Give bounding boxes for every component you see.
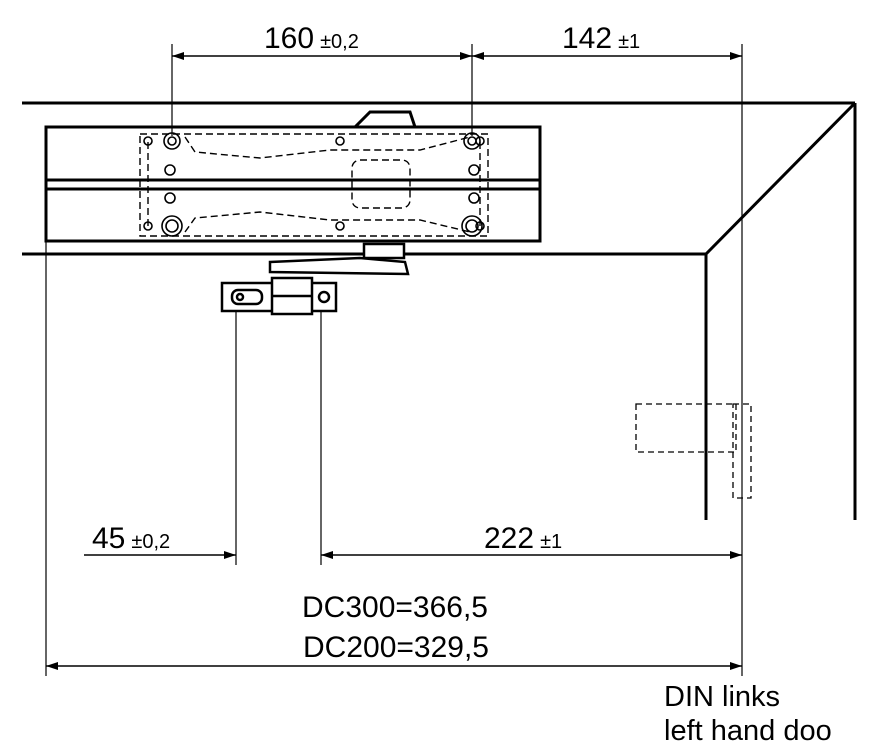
arm-offset-label: 45±0,2 [92,522,170,555]
dimension-lines [46,52,742,670]
orientation-line1: DIN links [664,681,780,713]
overall-dc200-label: DC200=329,5 [303,631,489,664]
door-frame [22,101,857,520]
hole-spacing-label: 160±0,2 [264,22,359,55]
hinge [635,403,752,499]
arm-to-edge-label: 222±1 [484,522,562,555]
mounting-holes [143,132,485,237]
mounting-plate [139,133,489,237]
closer-arm [220,242,410,316]
edge-offset-label: 142±1 [562,22,640,55]
closer-body [44,110,542,243]
orientation-line2: left hand doo [664,715,832,747]
overall-dc300-label: DC300=366,5 [302,591,488,624]
